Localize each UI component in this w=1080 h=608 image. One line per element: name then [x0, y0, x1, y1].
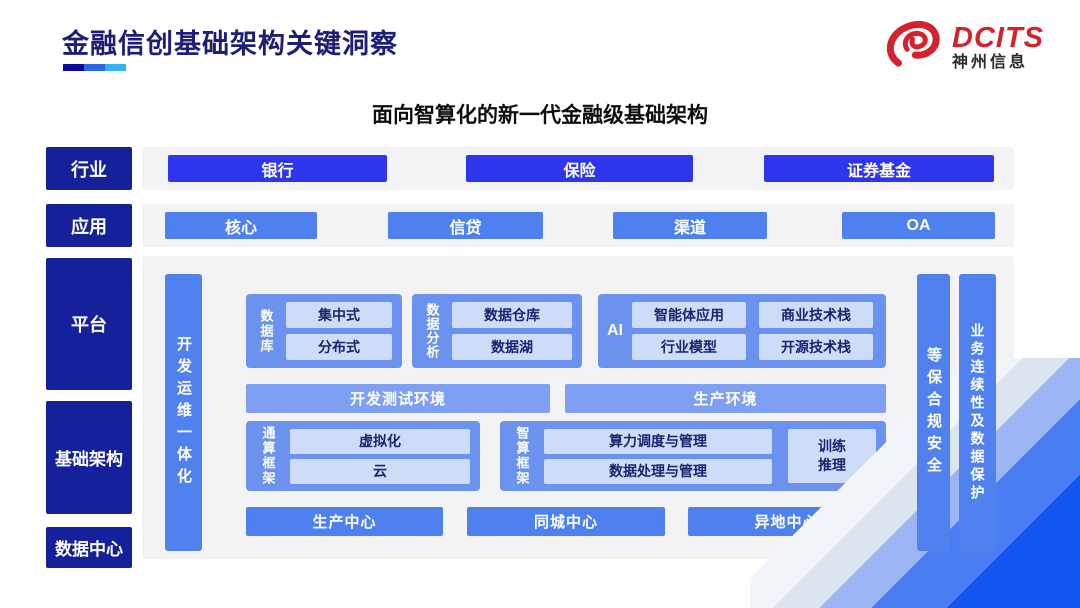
diagram-title: 面向智算化的新一代金融级基础架构 [372, 104, 708, 127]
ai-group: AI 智能体应用 商业技术栈 行业模型 开源技术栈 [598, 294, 886, 368]
intelligent-compute-label: 智算框架 [514, 426, 530, 486]
app-block-core: 核心 [165, 212, 317, 239]
database-group: 数据库 集中式 分布式 [246, 294, 402, 368]
industry-block-securities: 证券基金 [764, 155, 994, 182]
ai-group-label: AI [607, 322, 623, 339]
business-continuity-label: 业务连续性及数据保护 [969, 322, 986, 503]
underline-segment-dark [63, 64, 84, 71]
rail-application: 应用 [46, 204, 132, 247]
cloud-block: 云 [290, 458, 470, 484]
app-block-credit: 信贷 [388, 212, 543, 239]
general-compute-group: 通算框架 虚拟化 云 [246, 421, 480, 491]
devops-bar: 开发运维一体化 [165, 274, 202, 551]
analytics-group: 数据分析 数据仓库 数据湖 [412, 294, 582, 368]
database-group-label: 数据库 [258, 308, 274, 354]
security-compliance-label: 等保合规安全 [925, 346, 942, 479]
training-inference-block: 训练 推理 [788, 429, 876, 483]
production-env-bar: 生产环境 [565, 384, 886, 413]
remote-center-bar: 异地中心 [688, 507, 885, 536]
rail-datacenter: 数据中心 [46, 527, 132, 568]
app-block-oa: OA [842, 212, 995, 239]
rail-industry: 行业 [46, 147, 132, 190]
ai-agent-apps-block: 智能体应用 [632, 302, 746, 328]
ai-opensource-stack-block: 开源技术栈 [759, 334, 873, 360]
production-center-bar: 生产中心 [246, 507, 443, 536]
title-underline [63, 64, 126, 71]
data-warehouse-block: 数据仓库 [452, 302, 572, 328]
industry-block-bank: 银行 [168, 155, 387, 182]
virtualization-block: 虚拟化 [290, 428, 470, 454]
samecity-center-bar: 同城中心 [467, 507, 665, 536]
database-centralized-block: 集中式 [286, 302, 392, 328]
ai-commercial-stack-block: 商业技术栈 [759, 302, 873, 328]
compute-scheduling-block: 算力调度与管理 [544, 428, 772, 454]
dcits-swoosh-icon [882, 15, 949, 79]
underline-segment-light [105, 64, 126, 71]
rail-infrastructure: 基础架构 [46, 401, 132, 514]
general-compute-label: 通算框架 [260, 426, 276, 486]
logo-company-text: 神州信息 [952, 54, 1029, 72]
data-lake-block: 数据湖 [452, 334, 572, 360]
dcits-logo: DCITS 神州信息 [886, 20, 1044, 75]
dev-test-env-bar: 开发测试环境 [246, 384, 550, 413]
security-compliance-bar: 等保合规安全 [917, 274, 950, 551]
logo-brand-text: DCITS [952, 21, 1044, 54]
rail-platform: 平台 [46, 258, 132, 390]
intelligent-compute-group: 智算框架 算力调度与管理 数据处理与管理 训练 推理 [500, 421, 886, 491]
underline-segment-mid [84, 64, 105, 71]
industry-block-insurance: 保险 [466, 155, 693, 182]
page-title: 金融信创基础架构关键洞察 [62, 29, 398, 59]
database-distributed-block: 分布式 [286, 334, 392, 360]
data-processing-block: 数据处理与管理 [544, 458, 772, 484]
business-continuity-bar: 业务连续性及数据保护 [959, 274, 996, 551]
ai-industry-model-block: 行业模型 [632, 334, 746, 360]
analytics-group-label: 数据分析 [424, 303, 440, 359]
devops-bar-label: 开发运维一体化 [175, 335, 192, 490]
app-block-channel: 渠道 [613, 212, 767, 239]
